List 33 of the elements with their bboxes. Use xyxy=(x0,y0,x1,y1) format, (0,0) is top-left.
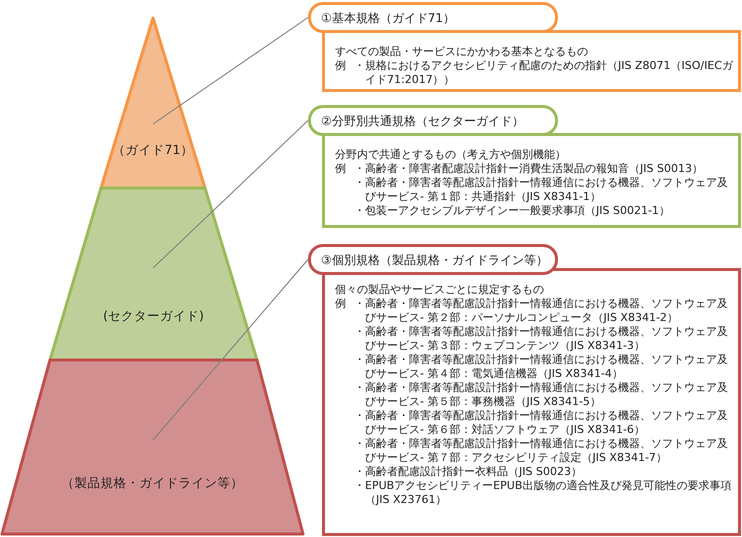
leader-line xyxy=(152,259,308,440)
tier-label: （ガイド71） xyxy=(112,142,194,157)
callout-heading: ③個別規格（製品規格・ガイドライン等） xyxy=(308,244,558,275)
pyramid-tier xyxy=(101,18,205,188)
list-item: ・高齢者配慮設計指針ー衣料品（JIS S0023） xyxy=(354,465,583,479)
list-item: ・高齢者・障害者配慮設計指針ー消費生活製品の報知音（JIS S0013） xyxy=(354,162,704,176)
list-item: ・高齢者・障害者等配慮設計指針ー情報通信における機器、ソフトウェア及びサービス- 第６部：対話ソフトウェア（JIS X8341-6） xyxy=(354,409,729,437)
list-item: ・高齢者・障害者等配慮設計指針ー情報通信における機器、ソフトウェア及びサービス- 第２部：パーソナルコンピュータ（JIS X8341-2） xyxy=(354,297,729,325)
tier-label: (セクターガイド) xyxy=(103,308,204,323)
callout-heading: ①基本規格（ガイド71） xyxy=(308,2,558,33)
example-marker: 例 xyxy=(335,162,346,176)
leader-line xyxy=(152,17,308,124)
list-item: ・包装ーアクセシブルデザインー一般要求事項（JIS S0021-1） xyxy=(354,204,671,218)
leader-line xyxy=(152,120,308,268)
pyramid-tier xyxy=(2,360,303,534)
list-item: ・高齢者・障害者等配慮設計指針ー情報通信における機器、ソフトウェア及びサービス- 第５部：事務機器（JIS X8341-5） xyxy=(354,381,729,409)
tier-label: （製品規格・ガイドライン等） xyxy=(62,475,244,490)
example-marker: 例 xyxy=(335,59,346,73)
callout-heading: ②分野別共通規格（セクターガイド） xyxy=(308,105,558,136)
description-text: すべての製品・サービスにかかわる基本となるもの xyxy=(335,45,589,59)
pyramid-tier xyxy=(50,188,257,360)
list-item: ・規格におけるアクセシビリティ配慮のための指針（JIS Z8071（ISO/IECガイド71:2017）） xyxy=(354,59,734,87)
callout-box xyxy=(322,133,741,228)
list-item: ・高齢者・障害者等配慮設計指針ー情報通信における機器、ソフトウェア及びサービス- 第３部：ウェブコンテンツ（JIS X8341-3） xyxy=(354,325,729,353)
description-text: 個々の製品やサービスごとに規定するもの xyxy=(335,283,545,297)
list-item: ・高齢者・障害者等配慮設計指針ー情報通信における機器、ソフトウェア及びサービス- 第１部：共通指針（JIS X8341-1） xyxy=(354,176,729,204)
list-item: ・高齢者・障害者等配慮設計指針ー情報通信における機器、ソフトウェア及びサービス- 第４部：電気通信機器（JIS X8341-4） xyxy=(354,353,729,381)
list-item: ・高齢者・障害者等配慮設計指針ー情報通信における機器、ソフトウェア及びサービス- 第７部：アクセシビリティ設定（JIS X8341-7） xyxy=(354,437,729,465)
list-item: ・EPUBアクセシビリティーEPUB出版物の適合性及び発見可能性の要求事項（JIS X23761） xyxy=(354,479,732,507)
description-text: 分野内で共通とするもの（考え方や個別機能） xyxy=(335,148,567,162)
callout-box xyxy=(322,30,741,92)
example-marker: 例 xyxy=(335,297,346,311)
callout-box xyxy=(322,268,741,536)
